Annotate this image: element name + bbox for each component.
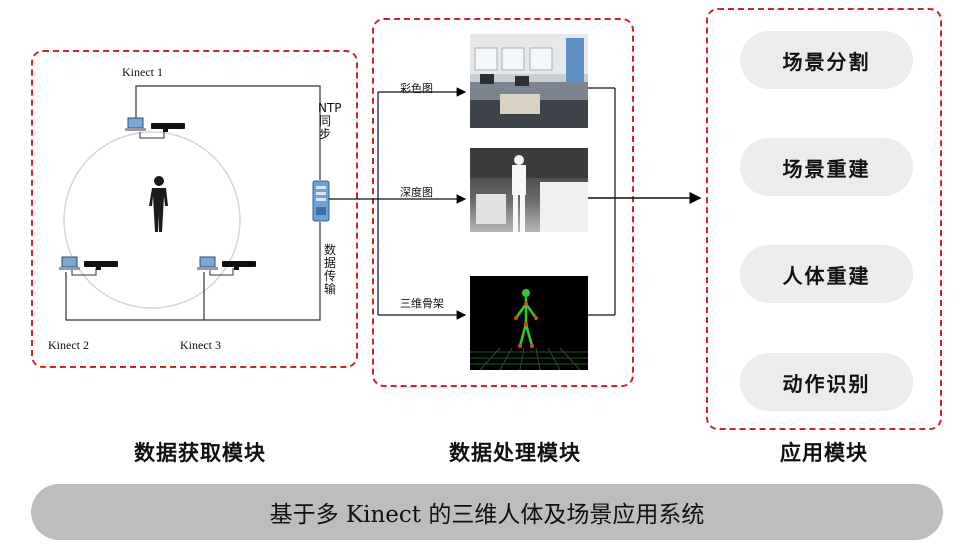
system-title: 基于多 Kinect 的三维人体及场景应用系统 bbox=[269, 502, 705, 528]
kinect-3-label: Kinect 3 bbox=[180, 338, 221, 352]
color-image-label: 彩色图 bbox=[400, 82, 433, 95]
kinect-2-sensor-icon bbox=[84, 261, 118, 270]
ntp-sync-label: NTP同步 bbox=[318, 101, 342, 141]
system-title-banner: 基于多 Kinect 的三维人体及场景应用系统 bbox=[31, 484, 943, 540]
application-module-label: 应用模块 bbox=[780, 441, 868, 465]
kinect-2-label: Kinect 2 bbox=[48, 338, 89, 352]
app-human-reconstruction: 人体重建 bbox=[740, 245, 913, 303]
capture-area-circle bbox=[63, 131, 241, 309]
kinect-3-sensor-icon bbox=[222, 261, 256, 270]
data-transfer-label: 数据传输 bbox=[323, 243, 336, 296]
kinect-1-label: Kinect 1 bbox=[122, 65, 163, 79]
processing-module-box bbox=[372, 18, 634, 387]
person-icon bbox=[149, 176, 168, 232]
acquisition-module-box bbox=[31, 50, 358, 368]
server-icon bbox=[312, 180, 330, 222]
app-scene-reconstruction: 场景重建 bbox=[740, 138, 913, 196]
processing-module-label: 数据处理模块 bbox=[449, 441, 581, 465]
app-scene-segmentation: 场景分割 bbox=[740, 31, 913, 89]
kinect-2-laptop-icon bbox=[59, 256, 80, 270]
acquisition-module-label: 数据获取模块 bbox=[134, 441, 266, 465]
kinect-1-sensor-icon bbox=[151, 123, 185, 132]
kinect-3-laptop-icon bbox=[197, 256, 218, 270]
kinect-1-laptop-icon bbox=[125, 117, 146, 131]
color-image-thumbnail bbox=[470, 34, 588, 128]
app-action-recognition: 动作识别 bbox=[740, 353, 913, 411]
depth-image-label: 深度图 bbox=[400, 186, 433, 199]
skeleton-3d-label: 三维骨架 bbox=[400, 297, 444, 310]
depth-image-thumbnail bbox=[470, 148, 588, 242]
application-module-box bbox=[706, 8, 942, 430]
skeleton-image-thumbnail bbox=[470, 276, 588, 370]
